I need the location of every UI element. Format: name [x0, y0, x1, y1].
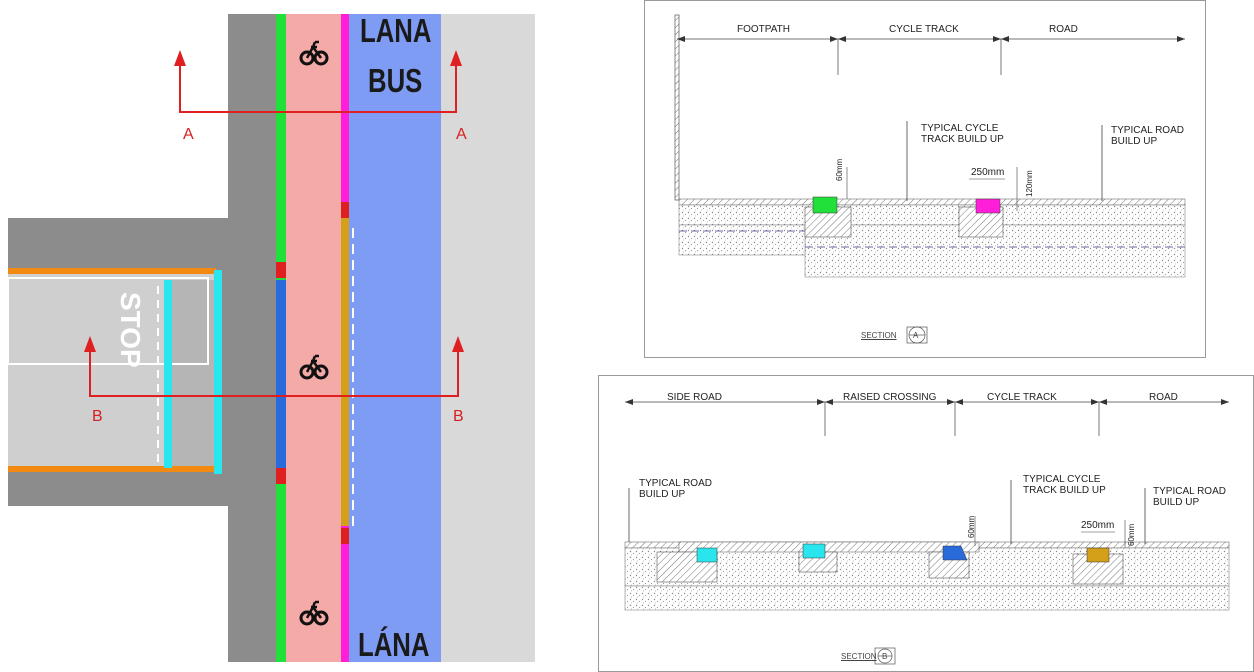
section-b-panel: SIDE ROAD RAISED CROSSING CYCLE TRACK RO…	[598, 375, 1254, 672]
bicycle-icon	[299, 600, 329, 626]
raised-crossing-strip	[170, 280, 218, 466]
dim-60mm-a: 60mm	[967, 515, 976, 538]
dim-250mm: 250mm	[971, 167, 1005, 178]
section-a-caption-letter: A	[913, 331, 919, 340]
orange-edge-bottom	[8, 466, 216, 472]
section-b-label-right: B	[453, 408, 464, 425]
bus-lane-marking-lana: LANA	[360, 12, 432, 49]
section-b-caption-letter: B	[882, 652, 888, 661]
footpath-right	[440, 14, 535, 662]
orange-edge-top	[8, 268, 216, 274]
cycle-track	[286, 14, 342, 662]
section-b-drawing	[624, 399, 1230, 665]
zone-label-road: ROAD	[1049, 24, 1078, 35]
gold-kerb-section	[1086, 547, 1110, 563]
dim-250mm: 250mm	[1081, 520, 1115, 531]
bicycle-icon	[299, 40, 329, 66]
bus-lane-marking-bus: BUS	[368, 62, 423, 99]
red-kerb-top-left	[276, 262, 286, 278]
section-a-label-left: A	[183, 126, 194, 143]
blue-kerb	[276, 280, 286, 468]
note-typical-road: TYPICAL ROAD BUILD UP	[1111, 125, 1184, 147]
gold-kerb	[341, 218, 349, 526]
cyan-kerb-section-left	[696, 547, 718, 563]
zone-label-road: ROAD	[1149, 392, 1178, 403]
note-typical-road-right: TYPICAL ROAD BUILD UP	[1153, 486, 1226, 508]
green-kerb-section	[812, 196, 838, 214]
plan-view: LANA BUS LÁNA STOP A A B B	[0, 0, 560, 672]
bus-lane	[349, 14, 441, 662]
section-a-label-right: A	[456, 126, 467, 143]
section-line-b	[89, 350, 459, 397]
bicycle-icon	[299, 354, 329, 380]
zone-label-side-road: SIDE ROAD	[667, 392, 723, 403]
dim-60mm: 60mm	[835, 158, 844, 181]
red-kerb-bottom-left	[276, 468, 286, 484]
section-b-arrow-left	[84, 336, 96, 352]
cyan-kerb-section-right	[802, 543, 826, 559]
plan-drawing	[7, 14, 535, 662]
note-typical-cycle-track: TYPICAL CYCLE TRACK BUILD UP	[921, 123, 1004, 145]
stop-marking: STOP	[115, 292, 146, 368]
zone-label-raised-crossing: RAISED CROSSING	[843, 392, 937, 403]
red-kerb-top-right	[341, 202, 349, 218]
red-kerb-bottom-right	[341, 528, 349, 544]
section-b-arrow-right	[452, 336, 464, 352]
section-b-caption: SECTION	[841, 652, 877, 661]
note-typical-cycle-track: TYPICAL CYCLE TRACK BUILD UP	[1023, 474, 1106, 496]
stop-line-box	[7, 277, 209, 365]
dim-60mm-b: 60mm	[1127, 523, 1136, 546]
blue-kerb-section	[942, 545, 968, 561]
zone-label-cycle-track: CYCLE TRACK	[889, 24, 959, 35]
section-a-caption: SECTION	[861, 331, 897, 340]
zone-label-cycle-track: CYCLE TRACK	[987, 392, 1057, 403]
section-a-panel: FOOTPATH CYCLE TRACK ROAD TYPICAL CYCLE …	[644, 0, 1206, 358]
section-a-drawing	[674, 14, 1186, 344]
magenta-kerb-section	[975, 198, 1001, 214]
section-line-a	[179, 64, 457, 113]
zone-label-footpath: FOOTPATH	[737, 24, 790, 35]
note-typical-road-left: TYPICAL ROAD BUILD UP	[639, 478, 712, 500]
bus-lane-marking-lana-bottom: LÁNA	[358, 626, 430, 663]
section-a-arrow-left	[174, 50, 186, 66]
cyan-kerb-right	[214, 270, 222, 474]
section-a-arrow-right	[450, 50, 462, 66]
cyan-kerb-left	[164, 280, 172, 468]
section-b-label-left: B	[92, 408, 103, 425]
dim-120mm: 120mm	[1025, 170, 1034, 197]
